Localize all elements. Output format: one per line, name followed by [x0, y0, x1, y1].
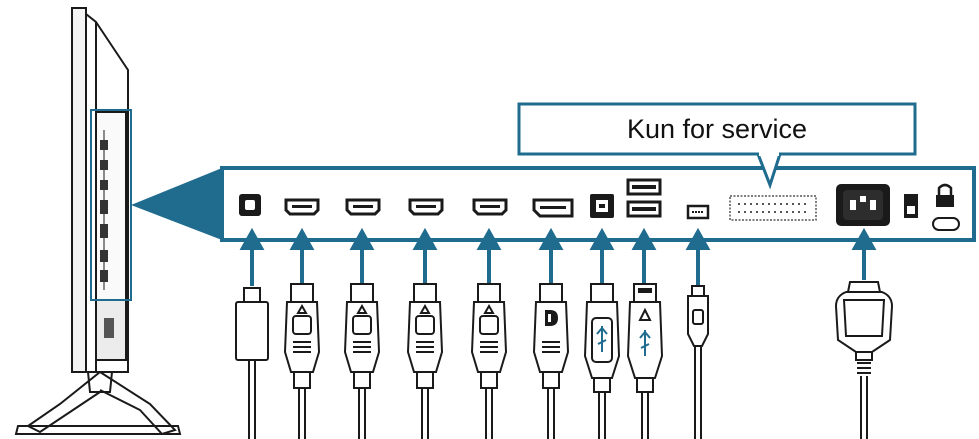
- hdmi-port-icon: [345, 198, 381, 216]
- hdmi-plug-icon: [283, 283, 321, 439]
- hdmi-plug-icon: [406, 283, 444, 439]
- power-plug-icon: [834, 281, 894, 439]
- square-jack-icon: [239, 194, 261, 216]
- usb-b-plug-icon: [583, 283, 621, 439]
- hdmi-port-icon: [472, 198, 508, 216]
- hdmi-plug-icon: [343, 283, 381, 439]
- hdmi-port-icon: [284, 198, 320, 216]
- zoom-pointer: [131, 168, 222, 240]
- mini-plug-icon: [687, 285, 709, 439]
- service-callout: [517, 102, 917, 190]
- monitor-side-view: [71, 7, 129, 373]
- power-switch-icon: [904, 194, 918, 218]
- earphone-plug-icon: [235, 287, 269, 439]
- hdmi-port-icon: [408, 198, 444, 216]
- hdmi-plug-icon: [470, 283, 508, 439]
- connection-arrows: [239, 227, 877, 286]
- displayport-port-icon: [532, 198, 574, 218]
- power-socket-icon: [836, 184, 890, 226]
- service-connector-icon: [729, 195, 817, 221]
- lock-icon: [932, 183, 960, 231]
- usb-a-port-icon: [626, 178, 662, 218]
- mini-port-icon: [686, 204, 710, 220]
- usb-b-port-icon: [590, 194, 614, 218]
- usb-a-plug-icon: [626, 283, 664, 439]
- displayport-plug-icon: [532, 283, 570, 439]
- monitor-stand: [14, 371, 182, 436]
